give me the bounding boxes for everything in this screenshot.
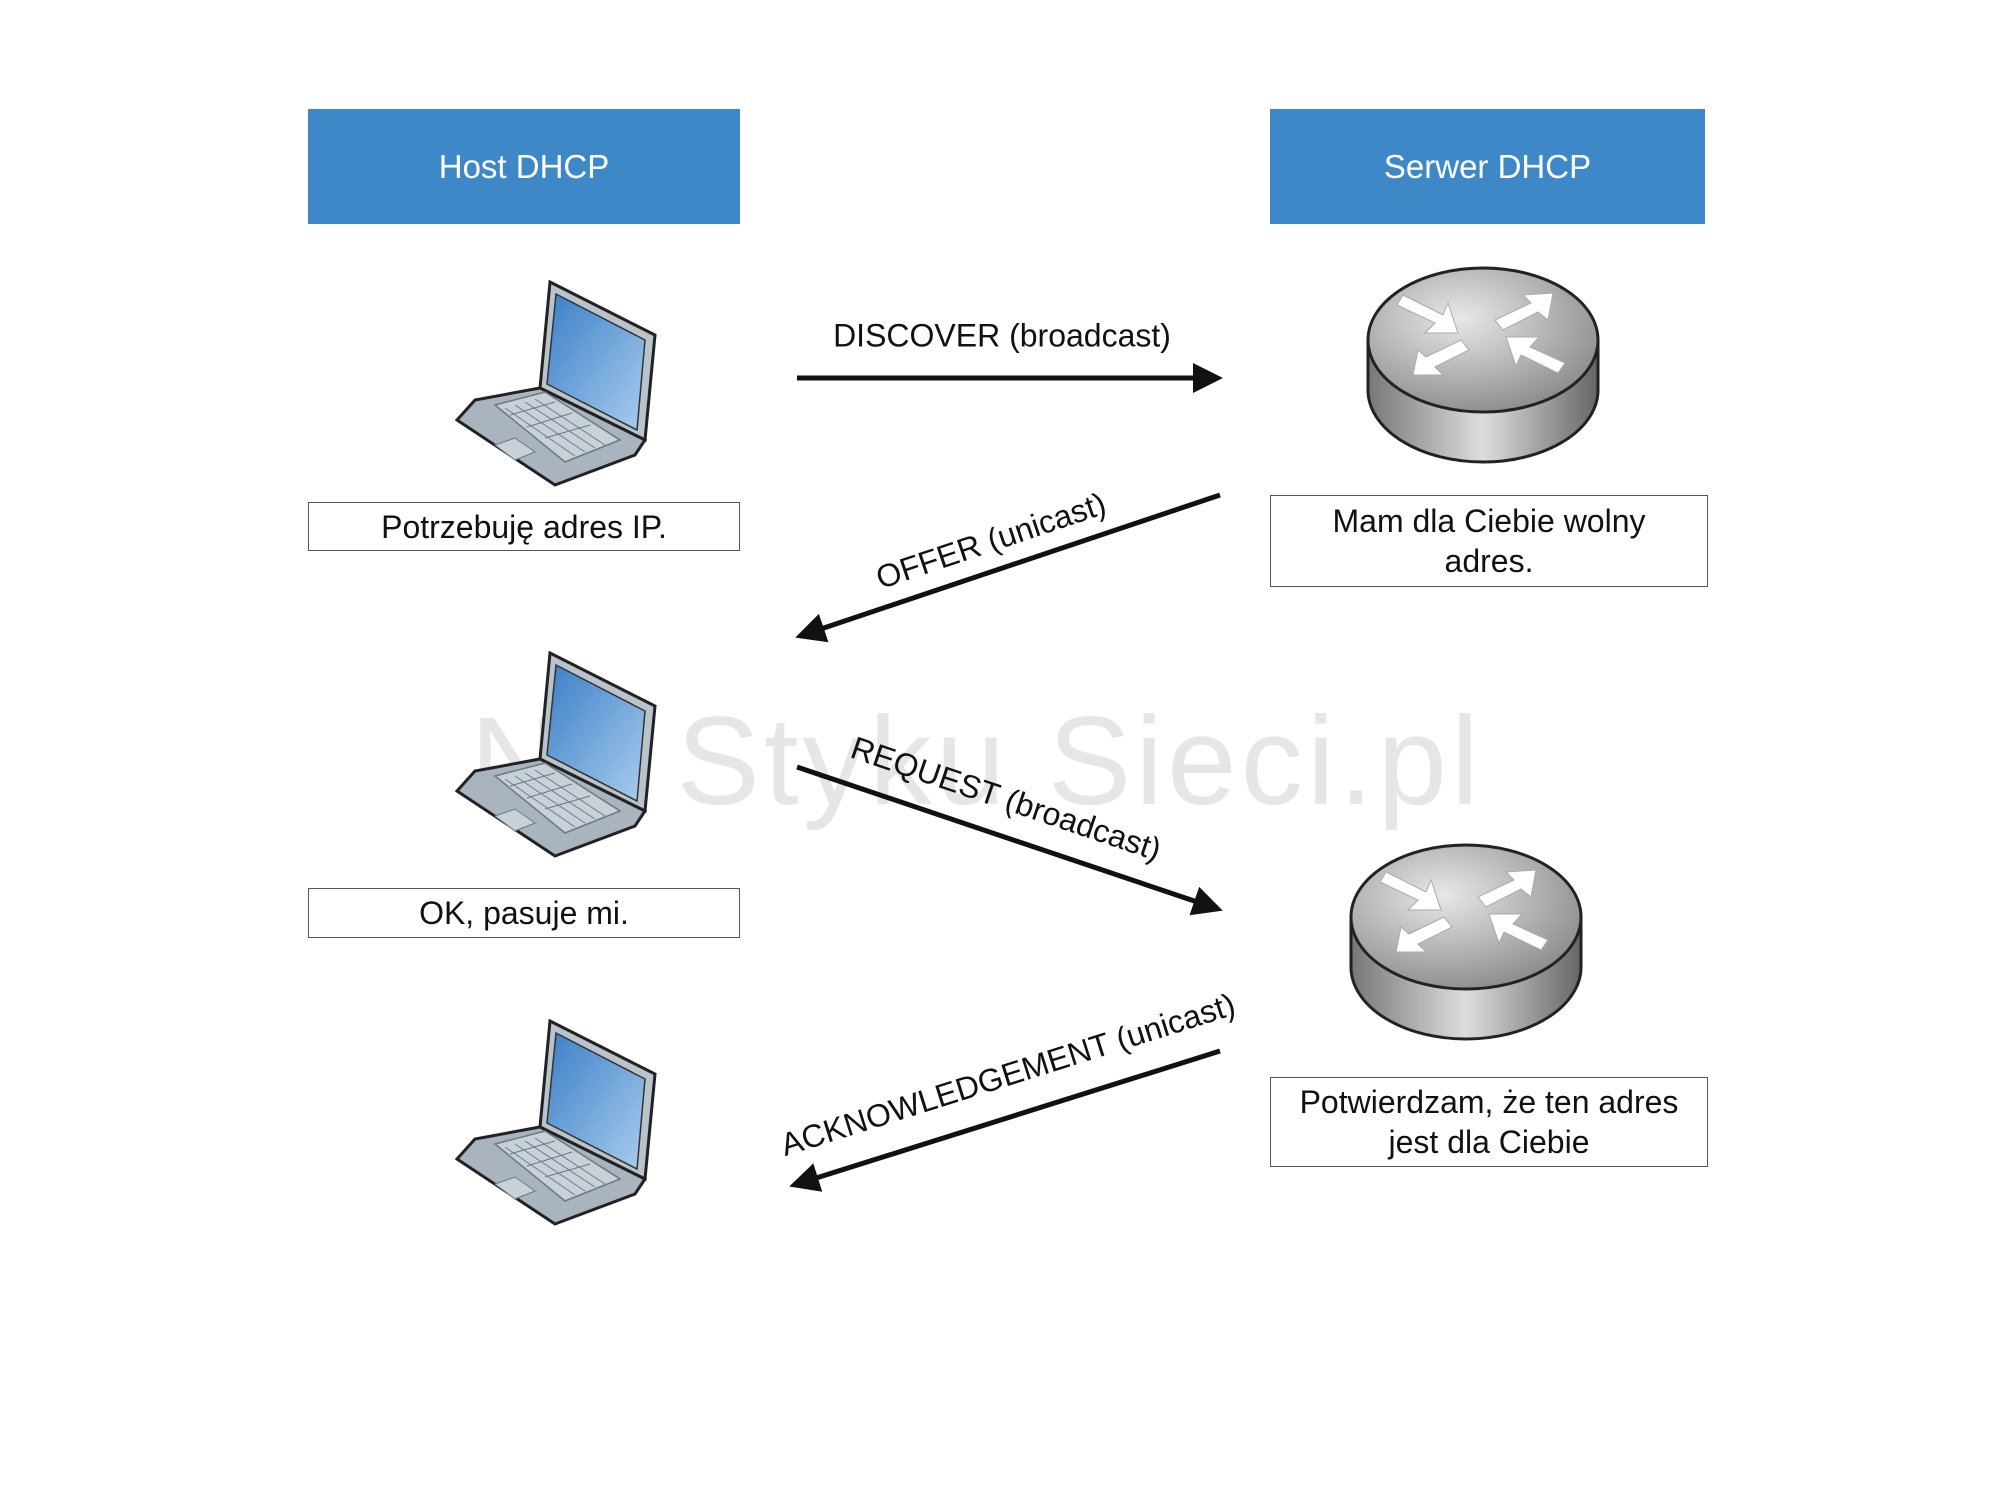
discover-label: DISCOVER (broadcast) [833, 317, 1171, 354]
laptop-icon [455, 280, 657, 487]
ack-arrow [789, 1048, 1221, 1192]
note-server-offer: Mam dla Ciebie wolny adres. [1270, 495, 1708, 587]
note-server-ack: Potwierdzam, że ten adres jest dla Ciebi… [1270, 1077, 1708, 1167]
note-host-ok: OK, pasuje mi. [308, 888, 740, 938]
offer-arrow [795, 492, 1221, 643]
router-icon [1366, 266, 1600, 464]
laptop-icon [455, 1019, 657, 1226]
laptop-icon [455, 651, 657, 858]
note-host-need: Potrzebuję adres IP. [308, 502, 740, 551]
host-header: Host DHCP [308, 109, 740, 224]
request-arrow [796, 764, 1223, 916]
router-icon [1349, 843, 1583, 1041]
server-header: Serwer DHCP [1270, 109, 1705, 224]
